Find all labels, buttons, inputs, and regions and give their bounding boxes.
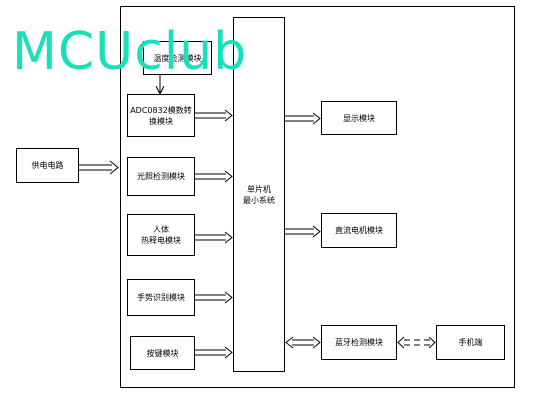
arrow-bluetooth-phone-wireless — [397, 336, 436, 349]
adc-module-block: ADC0832模数转 换模块 — [127, 94, 195, 137]
arrow-gesture-to-mcu — [195, 291, 233, 304]
phone-block: 手机端 — [436, 325, 505, 360]
arrow-mcu-bluetooth-bidirectional — [285, 336, 321, 349]
mcu-system-block: 单片机 最小系统 — [233, 17, 285, 372]
power-supply-block: 供电电路 — [16, 148, 79, 183]
arrow-keys-to-mcu — [195, 346, 233, 359]
light-module-block: 光照检测模块 — [127, 157, 195, 196]
arrow-adc-to-mcu — [195, 109, 233, 122]
display-module-block: 显示模块 — [321, 101, 397, 135]
bluetooth-module-block: 蓝牙检测模块 — [321, 325, 397, 360]
arrow-mcu-to-motor — [285, 225, 321, 238]
pir-module-block: 人体 热释电模块 — [127, 214, 195, 256]
gesture-module-block: 手势识别模块 — [127, 279, 195, 316]
system-frame — [120, 6, 515, 388]
mcuclub-watermark: MCUclub — [12, 22, 248, 82]
arrow-pir-to-mcu — [195, 231, 233, 244]
arrow-light-to-mcu — [195, 170, 233, 183]
arrow-mcu-to-display — [285, 112, 321, 125]
temperature-module-block: 温度检测模块 — [143, 41, 212, 75]
keys-module-block: 按键模块 — [130, 336, 195, 370]
arrow-power-to-mcu — [79, 160, 119, 175]
dc-motor-module-block: 直流电机模块 — [321, 213, 397, 248]
